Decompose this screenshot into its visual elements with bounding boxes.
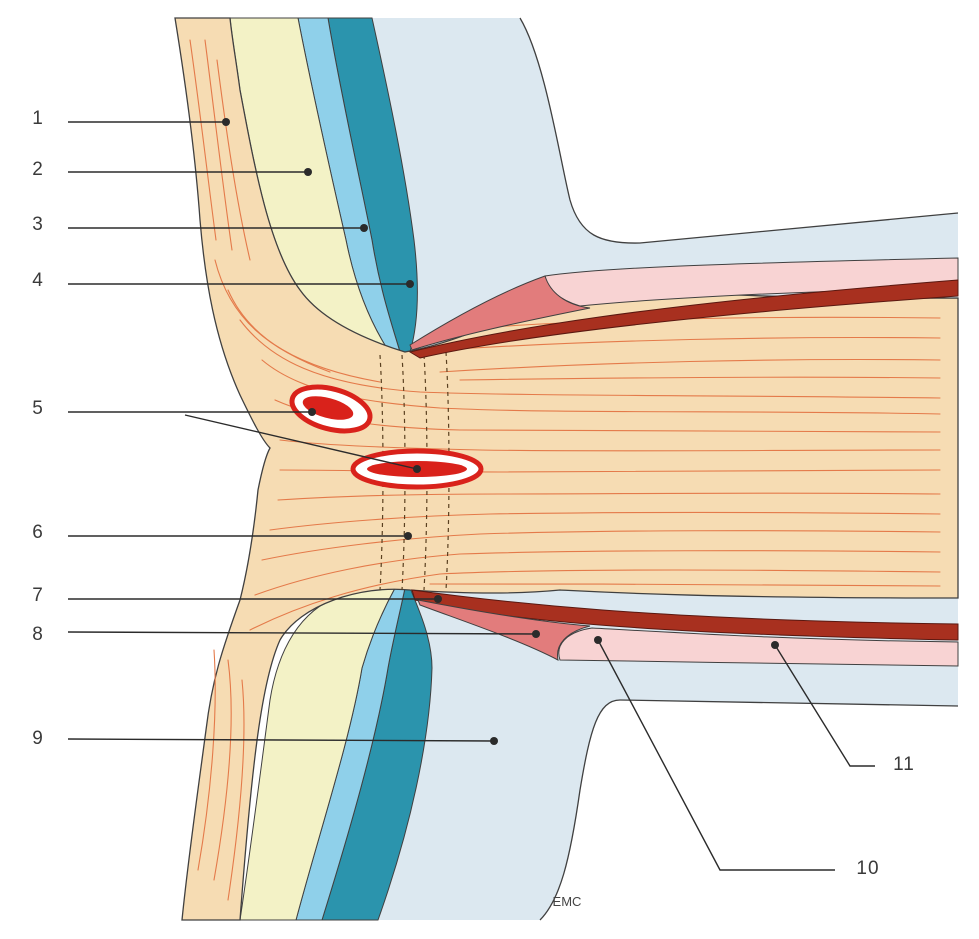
- label-7: 7: [32, 585, 44, 606]
- label-4: 4: [32, 270, 44, 291]
- label-1: 1: [32, 108, 44, 129]
- label-11: 11: [893, 754, 915, 775]
- label-3: 3: [32, 214, 44, 235]
- label-2: 2: [32, 159, 44, 180]
- label-9: 9: [32, 728, 44, 749]
- credit-text: EMC: [553, 894, 582, 909]
- label-10: 10: [856, 858, 879, 879]
- label-5: 5: [32, 398, 44, 419]
- label-6: 6: [32, 522, 44, 543]
- label-8: 8: [32, 624, 44, 645]
